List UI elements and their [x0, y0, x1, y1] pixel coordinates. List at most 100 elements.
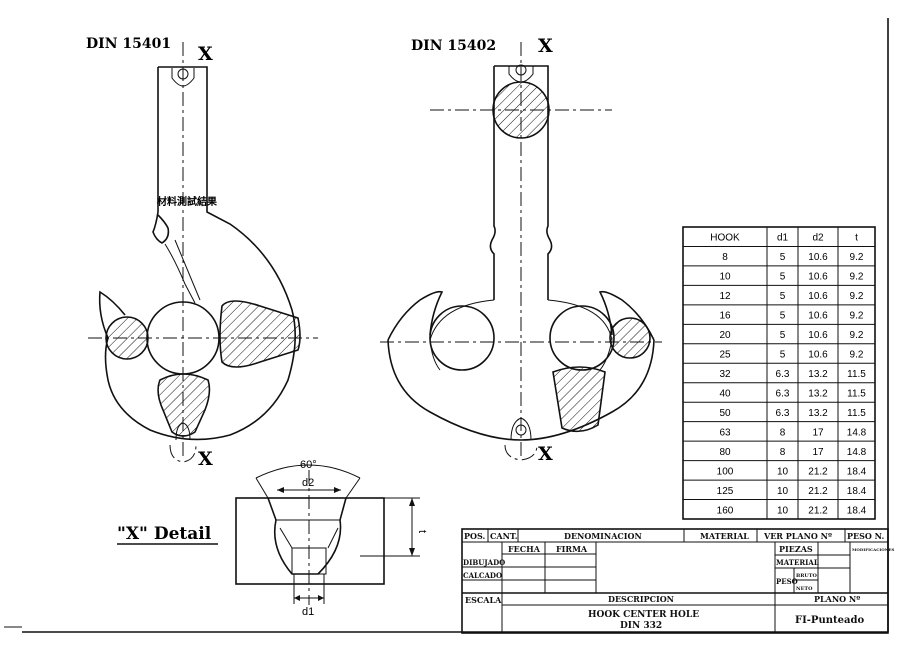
table-cell: 17 [812, 427, 824, 438]
table-cell: 11.5 [847, 369, 866, 380]
x-detail: "X" Detail 60° d2 t d1 [117, 459, 428, 618]
tb-modificaciones: MODIFICACIONES [852, 547, 894, 552]
table-cell: 125 [717, 486, 734, 497]
angle-label: 60° [300, 459, 317, 471]
table-header-cell: d1 [777, 233, 789, 244]
table-cell: 14.8 [847, 427, 867, 438]
table-cell: 25 [719, 350, 731, 361]
table-cell: 13.2 [808, 408, 828, 419]
tb-desc-line2: DIN 332 [620, 621, 662, 631]
table-cell: 9.2 [850, 350, 864, 361]
table-cell: 10 [777, 466, 789, 477]
table-cell: 6.3 [776, 388, 790, 399]
table-cell: 10.6 [808, 350, 828, 361]
table-header-cell: HOOK [710, 233, 740, 244]
table-cell: 21.2 [808, 486, 828, 497]
table-cell: 16 [719, 311, 731, 322]
hook-din15402: DIN 15402 X X [380, 35, 662, 465]
table-cell: 10 [719, 272, 731, 283]
detail-title: "X" Detail [117, 524, 212, 544]
table-cell: 5 [780, 252, 786, 263]
table-cell: 10.6 [808, 252, 828, 263]
table-cell: 10.6 [808, 291, 828, 302]
table-header-cell: t [855, 233, 858, 244]
tb-peso-n: PESO N. [847, 531, 884, 541]
table-cell: 10 [777, 505, 789, 516]
table-cell: 9.2 [850, 272, 864, 283]
table-cell: 5 [780, 291, 786, 302]
tb-piezas: PIEZAS [779, 544, 813, 554]
table-cell: 5 [780, 330, 786, 341]
table-cell: 20 [719, 330, 731, 341]
table-cell: 10.6 [808, 272, 828, 283]
table-cell: 11.5 [847, 388, 866, 399]
tb-escala: ESCALA [465, 595, 502, 605]
table-cell: 10 [777, 486, 789, 497]
table-cell: 11.5 [847, 408, 866, 419]
table-cell: 18.4 [847, 505, 867, 516]
cjk-note: 材料測試結果 [157, 195, 218, 208]
tb-fecha: FECHA [508, 544, 541, 554]
t-label: t [416, 530, 428, 533]
tb-bruto: BRUTO [796, 573, 817, 579]
table-cell: 9.2 [850, 252, 864, 263]
title-block: POS. CANT. DENOMINACION MATERIAL VER PLA… [461, 528, 894, 634]
x-label-bottom-1: X [198, 448, 213, 470]
table-cell: 80 [719, 447, 731, 458]
table-cell: 5 [780, 350, 786, 361]
table-cell: 9.2 [850, 311, 864, 322]
table-cell: 100 [717, 466, 734, 477]
table-cell: 160 [717, 505, 734, 516]
tb-desc-line1: HOOK CENTER HOLE [588, 610, 699, 620]
table-cell: 63 [719, 427, 731, 438]
d1-label: d1 [302, 606, 314, 618]
table-cell: 21.2 [808, 505, 828, 516]
table-cell: 18.4 [847, 486, 867, 497]
hook-din15401: DIN 15401 X X [86, 36, 318, 470]
din15402-title: DIN 15402 [411, 38, 496, 54]
table-cell: 8 [780, 447, 786, 458]
table-cell: 12 [719, 291, 731, 302]
table-cell: 21.2 [808, 466, 828, 477]
table-cell: 8 [780, 427, 786, 438]
table-cell: 5 [780, 311, 786, 322]
table-cell: 8 [722, 252, 728, 263]
tb-plano-n: PLANO Nº [814, 594, 860, 604]
table-cell: 13.2 [808, 388, 828, 399]
table-cell: 5 [780, 272, 786, 283]
tb-pos: POS. [464, 531, 485, 541]
tb-material-2: MATERIAL [776, 558, 819, 567]
x-label-top-2: X [538, 35, 553, 57]
table-cell: 6.3 [776, 369, 790, 380]
table-cell: 17 [812, 447, 824, 458]
tb-plano-value: FI-Punteado [795, 615, 864, 626]
table-cell: 40 [719, 388, 731, 399]
tb-descripcion: DESCRIPCION [608, 594, 674, 604]
tb-material: MATERIAL [700, 531, 749, 541]
d2-label: d2 [302, 477, 314, 489]
tb-peso: PESO [776, 577, 798, 586]
tb-ver-plano: VER PLANO Nº [763, 531, 832, 541]
table-cell: 50 [719, 408, 731, 419]
table-cell: 18.4 [847, 466, 867, 477]
table-cell: 10.6 [808, 311, 828, 322]
table-cell: 6.3 [776, 408, 790, 419]
table-cell: 13.2 [808, 369, 828, 380]
tb-calcado: CALCADO [463, 571, 502, 580]
table-cell: 10.6 [808, 330, 828, 341]
tb-firma: FIRMA [556, 544, 588, 554]
table-cell: 9.2 [850, 291, 864, 302]
x-label-bottom-2: X [538, 443, 553, 465]
table-cell: 14.8 [847, 447, 867, 458]
table-cell: 9.2 [850, 330, 864, 341]
din15401-title: DIN 15401 [86, 36, 171, 52]
x-label-top-1: X [198, 43, 213, 65]
table-cell: 32 [719, 369, 731, 380]
table-header-cell: d2 [812, 233, 824, 244]
tb-dibujado: DIBUJADO [463, 558, 505, 567]
tb-neto: NETO [796, 586, 813, 592]
tb-denominacion: DENOMINACION [564, 531, 642, 541]
tb-cant: CANT. [490, 531, 518, 541]
